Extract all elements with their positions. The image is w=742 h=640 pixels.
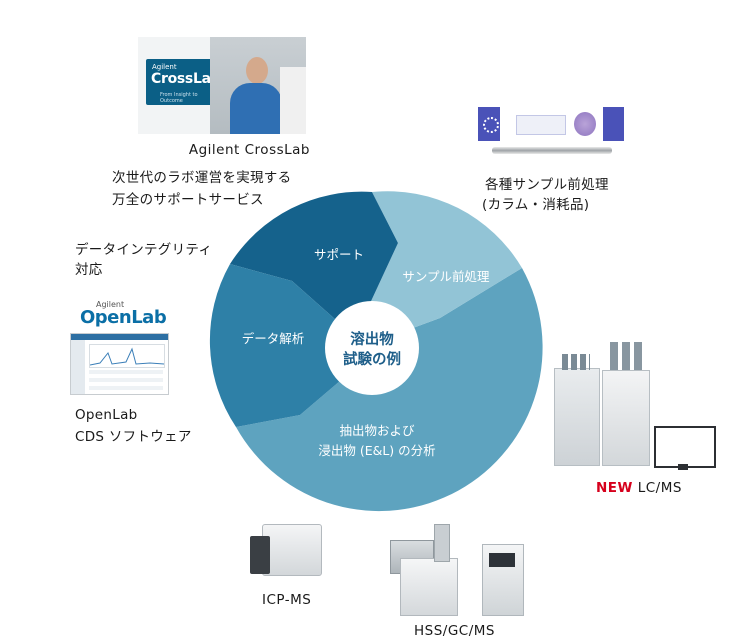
icpms-side-panel bbox=[250, 536, 270, 574]
openlab-caption-1: OpenLab bbox=[75, 407, 138, 423]
column-box-image bbox=[478, 107, 624, 141]
segment-data-analysis[interactable] bbox=[209, 264, 347, 427]
crosslab-logo-main: CrossLab bbox=[151, 71, 221, 87]
gc-unit bbox=[400, 558, 458, 616]
openlab-caption-2: CDS ソフトウェア bbox=[75, 429, 192, 445]
segment-support[interactable] bbox=[230, 191, 398, 328]
segment-label-extraction-1: 抽出物および bbox=[339, 423, 415, 438]
icpms-instrument-image bbox=[248, 518, 326, 578]
gcms-instrument-image bbox=[386, 518, 526, 616]
column-tube-image bbox=[492, 147, 612, 154]
openlab-chart bbox=[89, 344, 165, 368]
segment-label-extraction-2: 浸出物 (E&L) の分析 bbox=[318, 443, 435, 458]
data-integrity-line2: 対応 bbox=[75, 262, 103, 278]
icpms-body bbox=[262, 524, 322, 576]
center-label-line1: 溶出物 bbox=[350, 330, 394, 348]
openlab-logo: Agilent OpenLab bbox=[80, 300, 167, 330]
center-label-line2: 試験の例 bbox=[343, 350, 401, 368]
lcms-new-badge: NEW bbox=[596, 480, 633, 496]
lcms-instrument-image bbox=[548, 340, 718, 470]
crosslab-caption: Agilent CrossLab bbox=[188, 142, 310, 158]
lcms-label: LC/MS bbox=[637, 480, 682, 496]
openlab-sidebar bbox=[71, 340, 85, 394]
sample-prep-caption-2: (カラム・消耗品) bbox=[482, 197, 590, 213]
agilent-spark-icon bbox=[483, 117, 499, 133]
data-integrity-line1: データインテグリティ bbox=[75, 242, 213, 258]
person-shirt bbox=[230, 83, 282, 134]
openlab-logo-main: OpenLab bbox=[80, 307, 167, 328]
segment-sample-prep[interactable] bbox=[366, 191, 522, 342]
gcms-caption: HSS/GC/MS bbox=[414, 623, 495, 639]
ms-detector bbox=[482, 544, 524, 616]
crosslab-photo: Agilent CrossLab From Insight to Outcome bbox=[138, 37, 306, 134]
crosslab-desc-2: 万全のサポートサービス bbox=[112, 192, 264, 208]
ms-detector-screen bbox=[489, 553, 515, 567]
solvent-bottles-right bbox=[610, 342, 644, 370]
ms-unit bbox=[602, 370, 650, 466]
crosslab-desc-1: 次世代のラボ運営を実現する bbox=[112, 170, 292, 186]
openlab-screenshot bbox=[70, 333, 169, 395]
crosslab-logo-tagline: From Insight to Outcome bbox=[160, 92, 198, 104]
pc-monitor bbox=[654, 426, 716, 468]
column-box-swirl-icon bbox=[574, 112, 596, 136]
center-circle bbox=[325, 301, 419, 395]
lcms-caption: NEW LC/MS bbox=[596, 480, 682, 496]
person-labcoat bbox=[280, 67, 306, 134]
segment-label-data-analysis: データ解析 bbox=[242, 331, 305, 346]
openlab-toolbar bbox=[71, 334, 168, 340]
lc-stack-left bbox=[554, 368, 600, 466]
solvent-bottles-left bbox=[562, 354, 590, 370]
segment-label-support: サポート bbox=[314, 247, 364, 262]
icpms-caption: ICP-MS bbox=[262, 592, 312, 608]
crosslab-logo: Agilent CrossLab From Insight to Outcome bbox=[146, 59, 221, 105]
person-head bbox=[246, 57, 268, 84]
openlab-table bbox=[89, 370, 163, 390]
column-box-label bbox=[516, 115, 566, 135]
sample-prep-caption-1: 各種サンプル前処理 bbox=[485, 177, 609, 193]
pc-monitor-stand bbox=[678, 464, 688, 470]
crosslab-logo-small: Agilent bbox=[152, 63, 177, 71]
segment-label-sample-prep: サンプル前処理 bbox=[402, 269, 490, 284]
gc-tower bbox=[434, 524, 450, 562]
openlab-logo-small: Agilent bbox=[96, 300, 125, 309]
